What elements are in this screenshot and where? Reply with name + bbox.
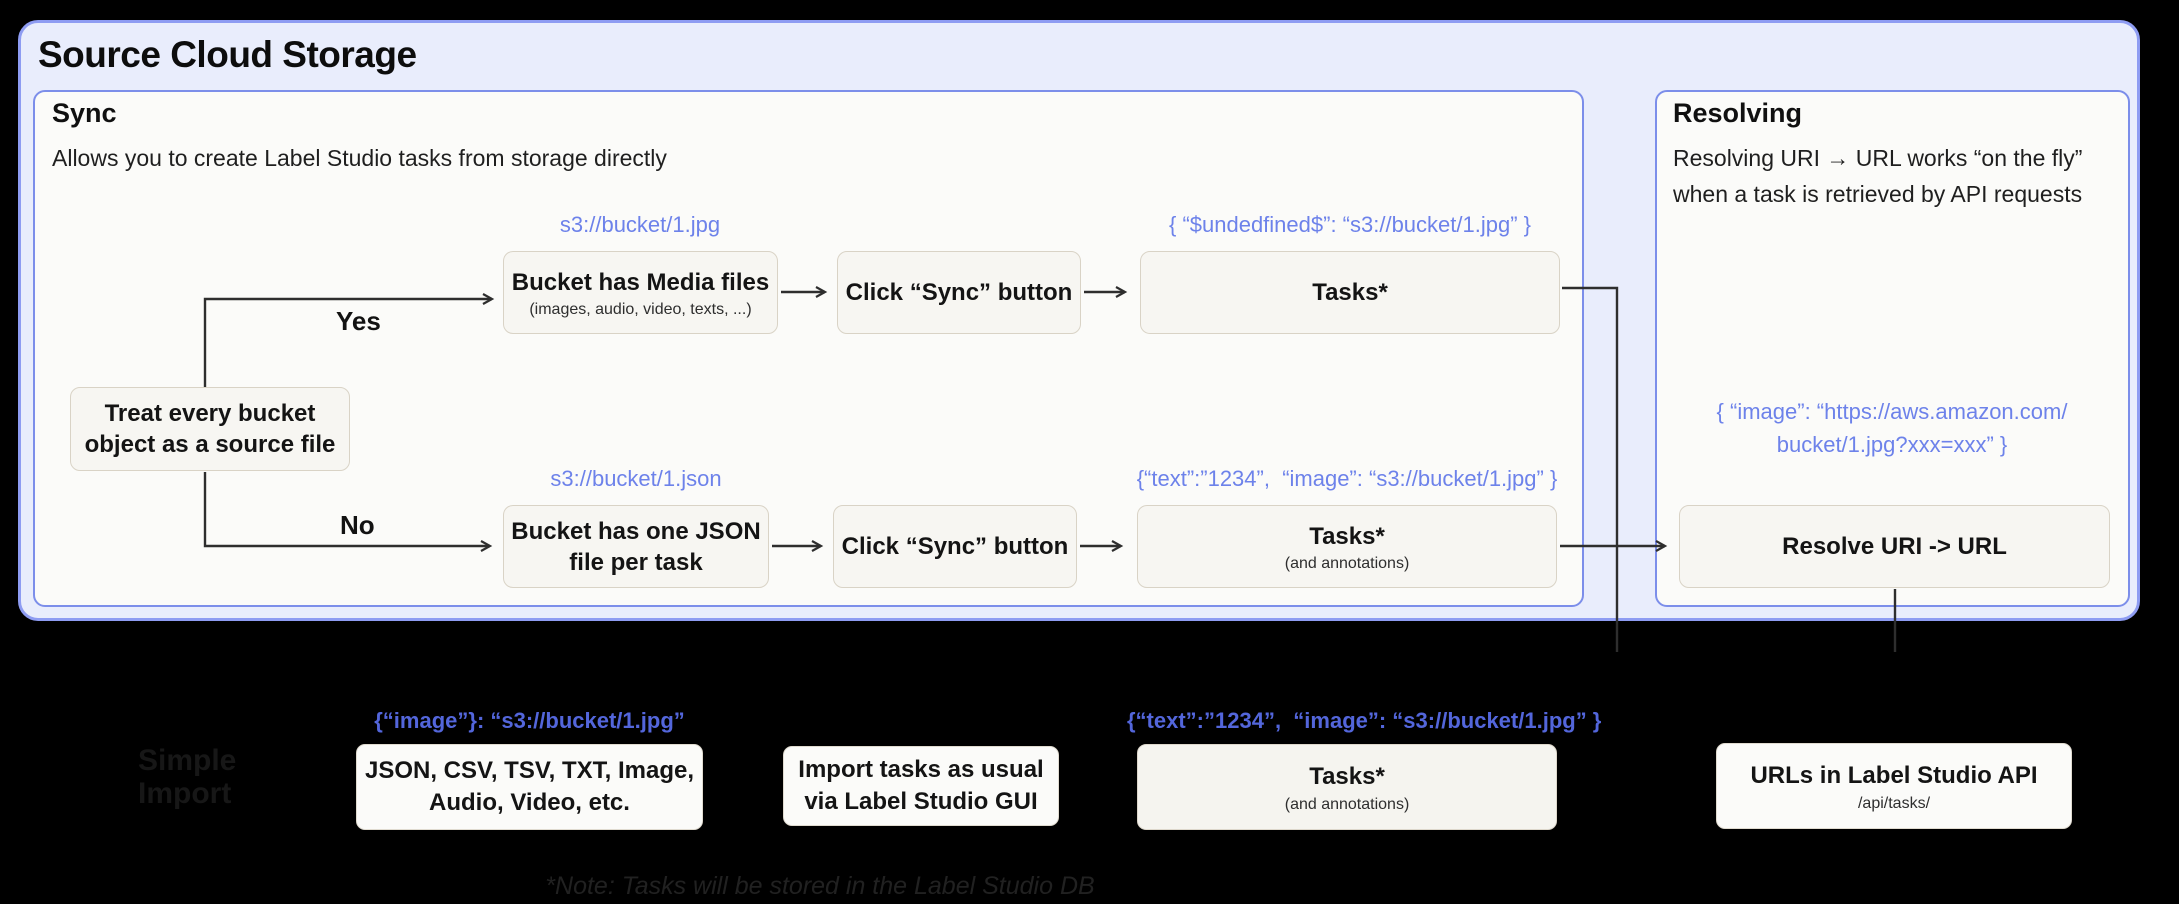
bottom-tasks-title: Tasks* [1309,762,1385,790]
tasks-subtitle-row2: (and annotations) [1284,554,1410,572]
ghost-simple-import-text: Simple Import [138,744,236,810]
bottom-tasks-json-label: {“text”:”1234”, “image”: “s3://bucket/1.… [1127,708,1602,733]
no-branch-line [203,472,493,552]
click-sync-label-row2: Click “Sync” button [841,533,1069,560]
resolving-desc-line2: when a task is retrieved by API requests [1673,181,2083,207]
tasks-title-row2: Tasks* [1309,522,1385,550]
json-label-row1: { “$undedfined$”: “s3://bucket/1.jpg” } [1168,212,1531,237]
footnote: *Note: Tasks will be stored in the Label… [545,872,1095,900]
resolving-json-line2: bucket/1.jpg?xxx=xxx” } [1776,432,2008,457]
yes-label: Yes [336,306,381,336]
bucket-media-box: Bucket has Media files (images, audio, v… [503,251,778,334]
formats-line2: Audio, Video, etc. [429,789,630,816]
json-label-row2: {“text”:”1234”, “image”: “s3://bucket/1.… [1136,466,1558,491]
bucket-json-line1: Bucket has one JSON [511,517,761,545]
gui-line2: via Label Studio GUI [804,788,1038,815]
elbow-tasks1-down [1562,286,1619,652]
resolving-json-line1: { “image”: “https://aws.amazon.com/ [1716,399,2068,424]
urls-api-subtitle: /api/tasks/ [1857,794,1931,812]
tasks-box-row1: Tasks* [1140,251,1560,334]
sync-panel-subtitle: Allows you to create Label Studio tasks … [52,145,667,171]
resolving-panel-description: Resolving URI → URL works “on the fly” w… [1673,140,2082,212]
decision-line2: object as a source file [84,431,336,458]
bucket-json-box: Bucket has one JSON file per task [503,505,769,588]
import-formats-box: JSON, CSV, TSV, TXT, Image, Audio, Video… [356,744,703,830]
gui-line1: Import tasks as usual [798,756,1044,783]
yes-branch-line [203,293,495,389]
decision-line1: Treat every bucket [104,400,316,427]
decision-box: Treat every bucket object as a source fi… [70,387,350,471]
click-sync-button-box-row1: Click “Sync” button [837,251,1081,334]
import-gui-box: Import tasks as usual via Label Studio G… [783,746,1059,826]
bucket-media-subtitle: (images, audio, video, texts, ...) [529,300,752,318]
sync-panel-title: Sync [52,98,117,128]
click-sync-label-row1: Click “Sync” button [845,279,1073,306]
resolving-json-label: { “image”: “https://aws.amazon.com/bucke… [1672,395,2112,461]
click-sync-button-box-row2: Click “Sync” button [833,505,1077,588]
uri-label-row2: s3://bucket/1.json [550,466,722,491]
resolving-desc-line1: Resolving URI → URL works “on the fly” [1673,145,2083,171]
page-title: Source Cloud Storage [38,34,417,75]
formats-json-label: {“image”}: “s3://bucket/1.jpg” [374,708,685,733]
no-label: No [340,510,375,540]
formats-line1: JSON, CSV, TSV, TXT, Image, [364,757,694,784]
bottom-tasks-subtitle: (and annotations) [1284,795,1410,813]
resolve-uri-box: Resolve URI -> URL [1679,505,2110,588]
bucket-json-line2: file per task [569,548,703,576]
tasks-box-row2: Tasks* (and annotations) [1137,505,1557,588]
resolve-uri-label: Resolve URI -> URL [1782,533,2007,560]
ghost-line1: Simple [138,744,237,777]
bucket-media-title: Bucket has Media files [511,268,770,296]
uri-label-row1: s3://bucket/1.jpg [559,212,721,237]
bottom-tasks-box: Tasks* (and annotations) [1137,744,1557,830]
ghost-line2: Import [138,777,232,810]
resolving-panel-title: Resolving [1673,98,1803,128]
tasks-title-row1: Tasks* [1312,279,1388,306]
urls-api-box: URLs in Label Studio API /api/tasks/ [1716,743,2072,829]
urls-api-title: URLs in Label Studio API [1750,761,2038,789]
